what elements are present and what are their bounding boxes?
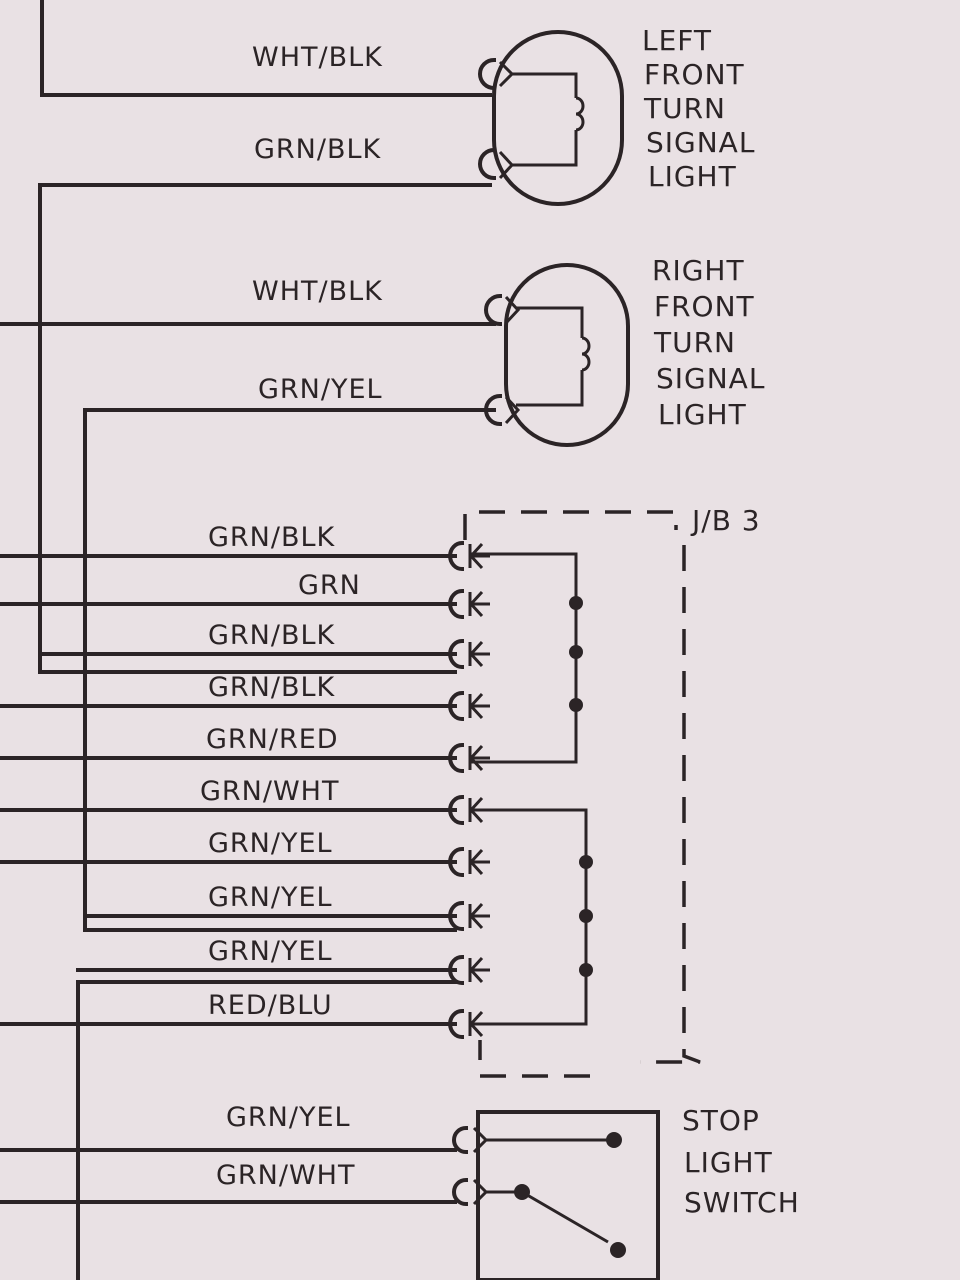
right-front-label: RIGHT FRONT TURN SIGNAL LIGHT [652,254,765,431]
svg-text:SWITCH: SWITCH [684,1186,800,1219]
jb-terminal [448,638,465,670]
wire-label: WHT/BLK [252,276,383,307]
svg-text:LIGHT: LIGHT [684,1146,773,1179]
svg-text:SIGNAL: SIGNAL [656,362,765,395]
svg-text:LIGHT: LIGHT [648,160,737,193]
jb-terminal-pin [468,848,490,876]
jb-terminal [448,846,465,878]
wire-label: GRN/YEL [258,374,383,405]
jb-terminal [448,742,465,774]
wire-label: GRN/YEL [208,882,333,913]
junction-block-label: J/B 3 [690,504,761,537]
jb-terminal [448,540,465,572]
svg-text:SIGNAL: SIGNAL [646,126,755,159]
wire-label: GRN/YEL [208,936,333,967]
svg-text:FRONT: FRONT [644,58,745,91]
wire-label: GRN/BLK [254,134,382,165]
svg-text:TURN: TURN [653,326,736,359]
jb-terminal-pin [468,956,490,984]
jb-terminal-pin [468,744,490,772]
trunk-wire-right-front-grn-yel [83,408,496,932]
stop-light-switch [0,1110,660,1280]
wire-label: GRN [298,570,361,601]
junction-block-terminals [0,540,490,1040]
svg-text:LEFT: LEFT [642,24,712,57]
trunk-wire-red-blu [76,980,457,1280]
wire-label: GRN/BLK [208,672,336,703]
wire-label: RED/BLU [208,990,333,1021]
jb-terminal-pin [468,902,490,930]
wire-label: GRN/BLK [208,620,336,651]
jb-terminal [448,690,465,722]
jb-terminal-pin [468,590,490,618]
jb-terminal-pin [468,692,490,720]
jb-terminal [448,954,465,986]
trunk-wire-left-front-grn-blk [38,183,492,674]
jb-terminal [448,794,465,826]
jb-terminal [448,1008,465,1040]
trunk-wire-top [40,0,492,97]
svg-text:RIGHT: RIGHT [652,254,745,287]
wire-label: GRN/WHT [200,776,339,807]
svg-text:STOP: STOP [682,1104,760,1137]
right-front-turn-signal-light [484,263,630,447]
wire-label: GRN/YEL [226,1102,351,1133]
svg-text:FRONT: FRONT [654,290,755,323]
left-front-turn-signal-light [478,30,624,206]
left-front-label: LEFT FRONT TURN SIGNAL LIGHT [642,24,755,193]
bus-junction-dots [569,596,593,977]
stop-light-switch-label: STOP LIGHT SWITCH [682,1104,800,1219]
bus-bar-upper [470,552,578,764]
svg-text:TURN: TURN [643,92,726,125]
jb-terminal [448,588,465,620]
junction-block-outline [463,510,701,1078]
wire-label: GRN/BLK [208,522,336,553]
wire-label: GRN/RED [206,724,339,755]
svg-text:LIGHT: LIGHT [658,398,747,431]
jb-terminal-pin [468,640,490,668]
wire-label: GRN/YEL [208,828,333,859]
jb-terminal-pin [468,542,490,570]
wire-label: GRN/WHT [216,1160,355,1191]
jb-terminal [448,900,465,932]
wire-label: WHT/BLK [252,42,383,73]
